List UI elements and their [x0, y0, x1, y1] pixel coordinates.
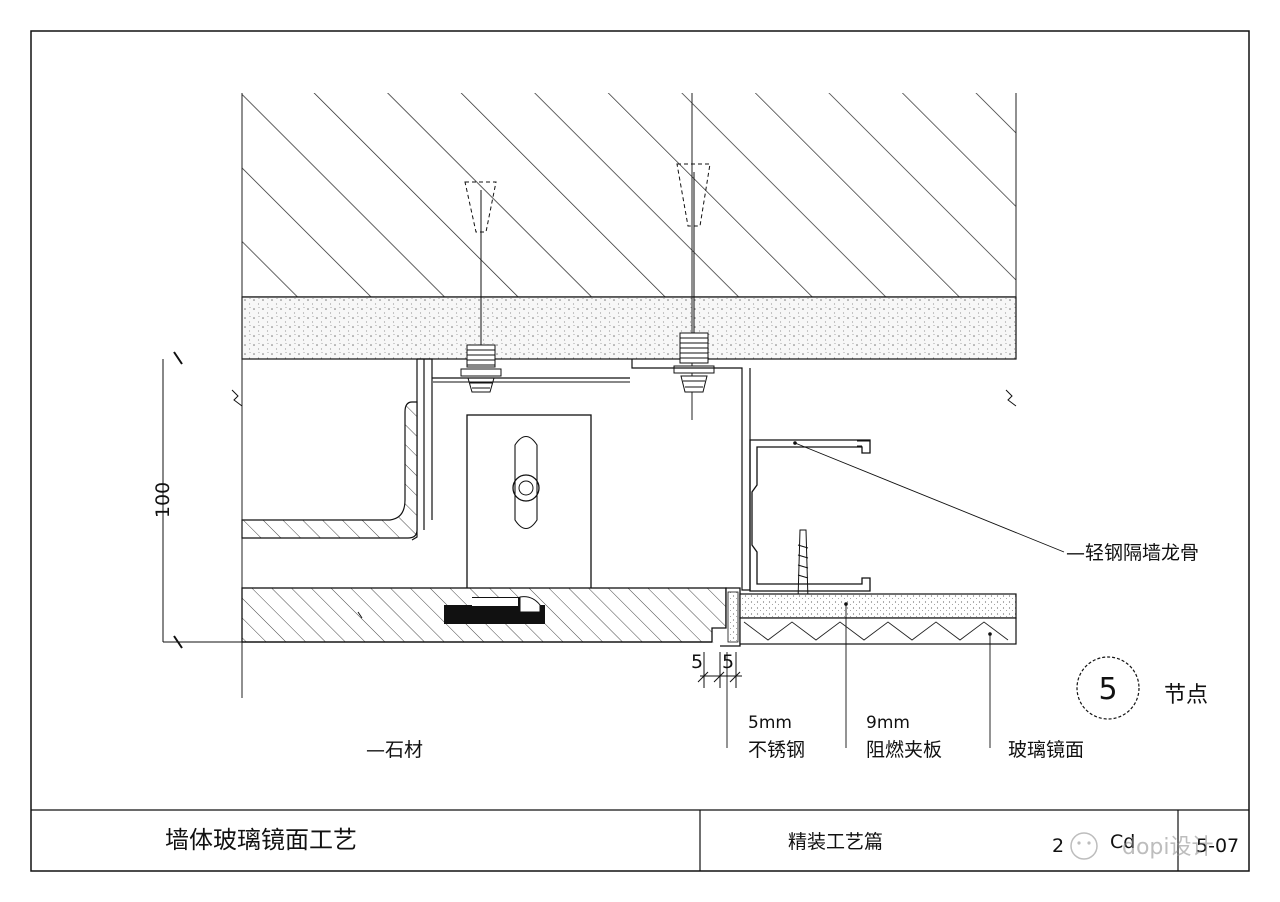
sheet-code: Cd	[1110, 831, 1135, 853]
label-glass-mirror: 玻璃镜面	[1008, 739, 1084, 761]
node-circle	[1076, 656, 1140, 720]
drawing-category: 精装工艺篇	[788, 831, 883, 853]
offset-right-label: 5	[722, 651, 734, 673]
leader-stud	[793, 441, 1065, 553]
label-fire-retardant-board: 阻燃夹板	[866, 739, 942, 761]
concrete-layer	[241, 296, 1017, 360]
anchor-bolt-right	[673, 163, 715, 393]
leader-stone	[357, 611, 363, 619]
label-steel-thickness: 5mm	[748, 713, 792, 733]
anchor-bolt-left	[460, 181, 502, 393]
structural-wall	[242, 93, 1016, 297]
node-number: 5	[1098, 672, 1117, 707]
label-board-thickness: 9mm	[866, 713, 910, 733]
sheet-border	[30, 30, 1250, 872]
nut	[512, 474, 540, 502]
light-steel-stud	[749, 439, 871, 592]
dimension-height-label: 100	[152, 482, 174, 518]
slotted-hole	[514, 435, 538, 530]
offset-left-label: 5	[691, 651, 703, 673]
stone-hook-profile	[241, 401, 418, 539]
drywall-screw	[797, 529, 809, 601]
watermark: dopi设计	[1070, 832, 1214, 860]
label-stainless-steel: 不锈钢	[748, 739, 805, 761]
node-label: 节点	[1164, 683, 1208, 708]
break-mark-right	[1005, 389, 1017, 407]
drawing-title: 墙体玻璃镜面工艺	[165, 826, 357, 854]
watermark-text: dopi设计	[1122, 835, 1214, 860]
sheet-prefix: 2	[1052, 835, 1064, 857]
label-light-steel-stud: —轻钢隔墙龙骨	[1066, 542, 1199, 564]
wechat-icon	[1070, 832, 1098, 860]
break-mark-left	[231, 389, 243, 407]
fire-retardant-plywood	[739, 593, 1017, 619]
steel-angle-bracket	[411, 358, 630, 541]
offset-dimension	[697, 652, 742, 688]
label-stone: —石材	[366, 739, 423, 761]
adjusting-plate	[466, 414, 592, 611]
steel-angle-bracket-right	[631, 359, 751, 591]
sheet-number: 5-07	[1196, 835, 1239, 857]
glass-mirror	[739, 617, 1017, 645]
